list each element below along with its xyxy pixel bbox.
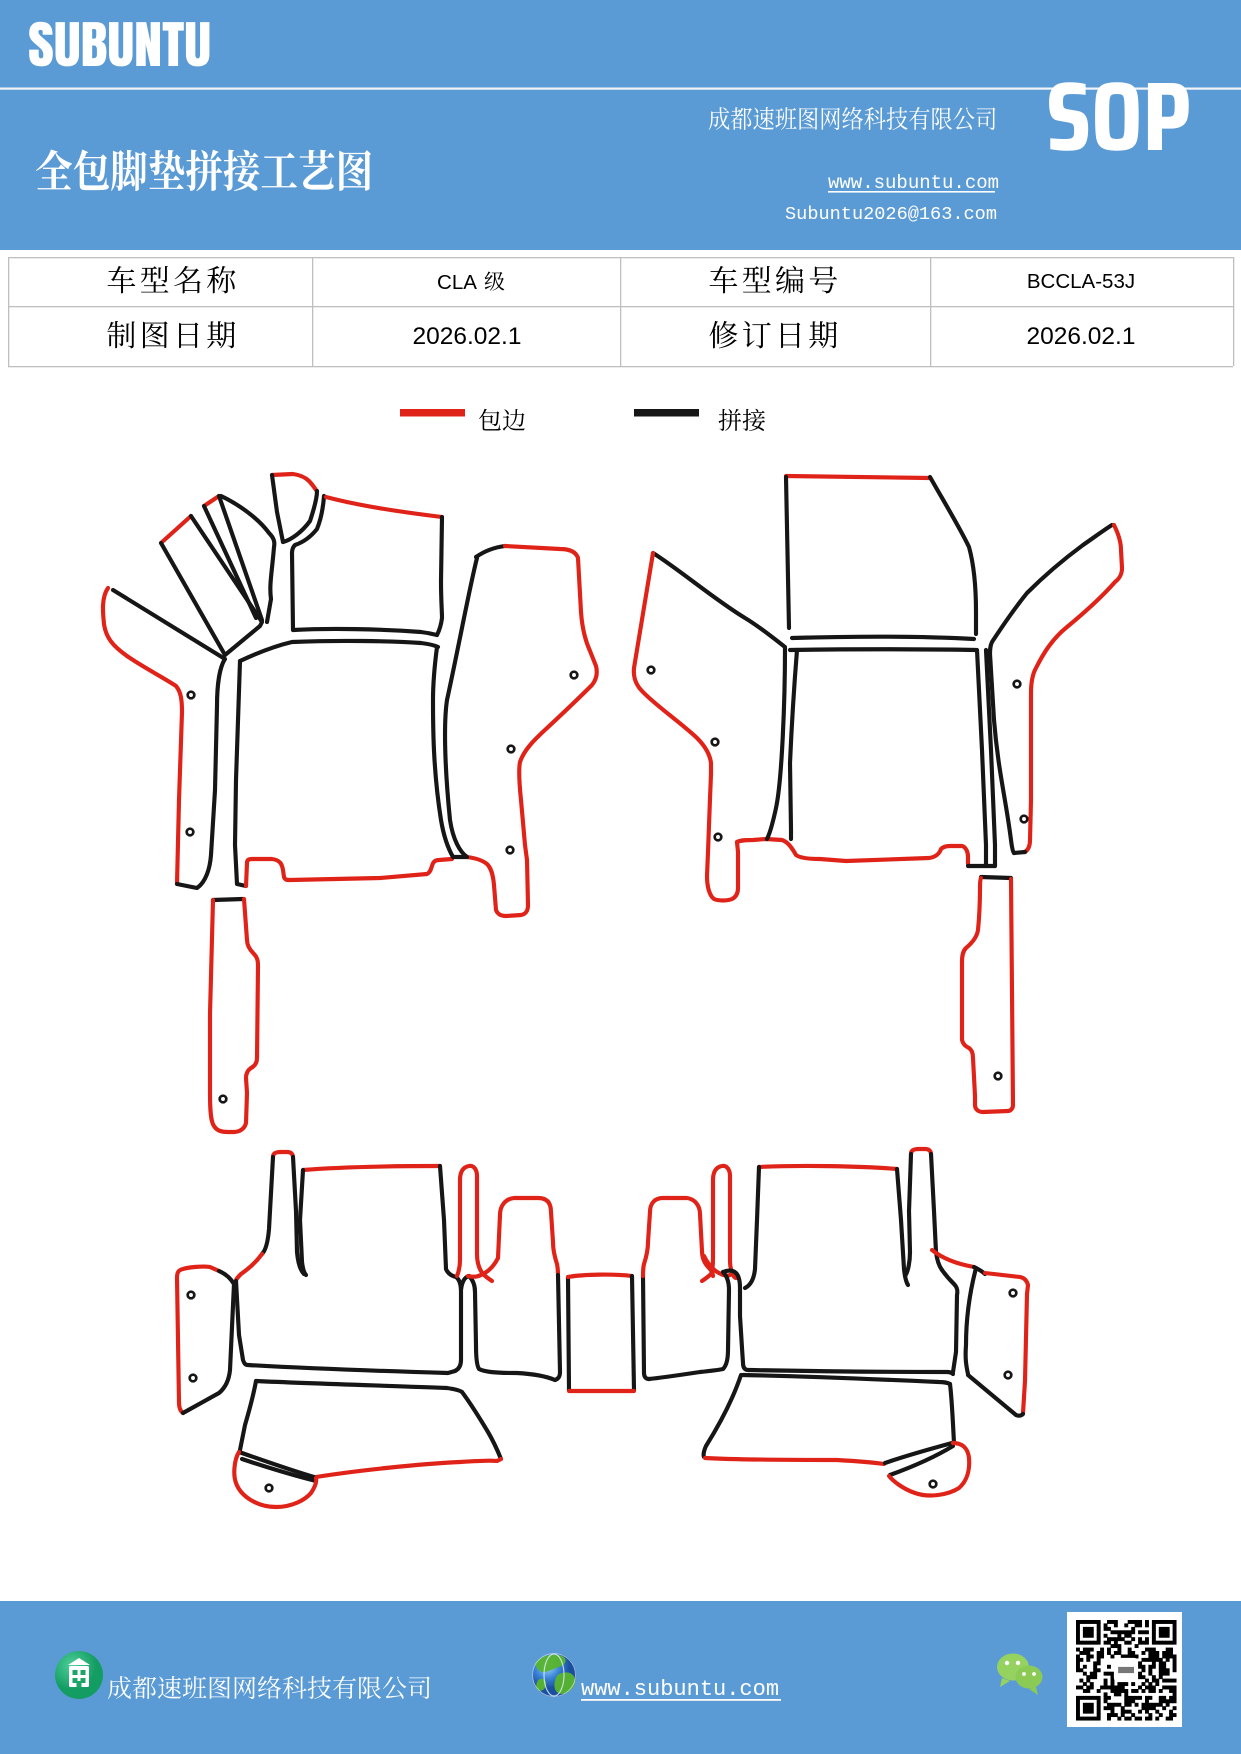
svg-text:CLA: CLA: [437, 271, 477, 294]
svg-text:Subuntu2026@163.com: Subuntu2026@163.com: [785, 204, 997, 225]
svg-text:www.subuntu.com: www.subuntu.com: [581, 1677, 779, 1702]
svg-text:2026.02.1: 2026.02.1: [413, 323, 522, 350]
svg-text:BCCLA-53J: BCCLA-53J: [1027, 270, 1135, 293]
svg-text:2026.02.1: 2026.02.1: [1027, 323, 1136, 350]
svg-text:www.subuntu.com: www.subuntu.com: [828, 172, 999, 194]
